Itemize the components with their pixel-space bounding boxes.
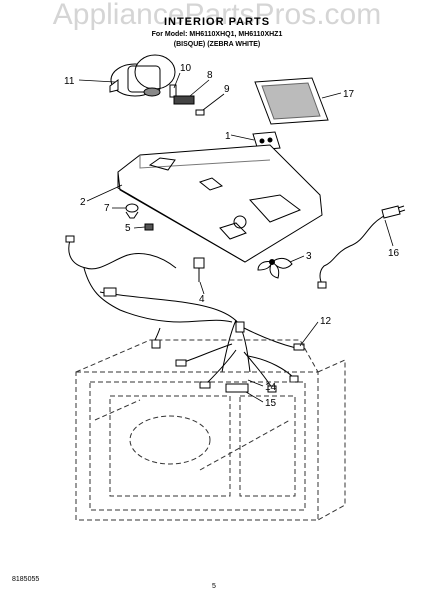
callout-17: 17 [343, 89, 355, 100]
base-plate [117, 144, 323, 263]
part-7 [125, 203, 139, 219]
watermark: AppliancePartsPros.com [52, 0, 382, 31]
fan-blade [257, 257, 293, 279]
wire-harness [65, 235, 305, 393]
part-11 [169, 84, 177, 98]
callout-12: 11 [64, 76, 75, 87]
callout-16: 16 [388, 248, 400, 259]
page-title: INTERIOR PARTS [163, 16, 271, 28]
callout-2: 2 [80, 197, 86, 208]
callout-14: 14 [265, 382, 277, 393]
leader-lines [78, 72, 394, 403]
callout-13: 12 [320, 316, 332, 327]
grease-filter [254, 77, 329, 125]
callout-15: 15 [265, 398, 277, 409]
microwave-cavity [75, 339, 346, 521]
callout-8: 5 [125, 223, 131, 234]
callout-11: 10 [180, 63, 192, 74]
document-number: 8185055 [12, 576, 40, 583]
part-5 [193, 257, 205, 269]
blower-motor [109, 54, 176, 97]
model-subtitle: For Model: MH6110XHQ1, MH6110XHZ1 [151, 31, 283, 38]
callout-5: 4 [199, 294, 205, 305]
callout-3: 3 [306, 251, 312, 262]
callout-10: 9 [224, 84, 230, 95]
power-cord [317, 205, 406, 289]
callout-9: 8 [207, 70, 213, 81]
page-number: 5 [212, 583, 216, 590]
part-8 [144, 223, 154, 231]
color-subtitle: (BISQUE) (ZEBRA WHITE) [173, 41, 261, 48]
thermal-cutout [173, 95, 195, 105]
callout-7: 7 [104, 203, 110, 214]
part-10 [195, 109, 205, 116]
callout-1: 1 [225, 131, 231, 142]
